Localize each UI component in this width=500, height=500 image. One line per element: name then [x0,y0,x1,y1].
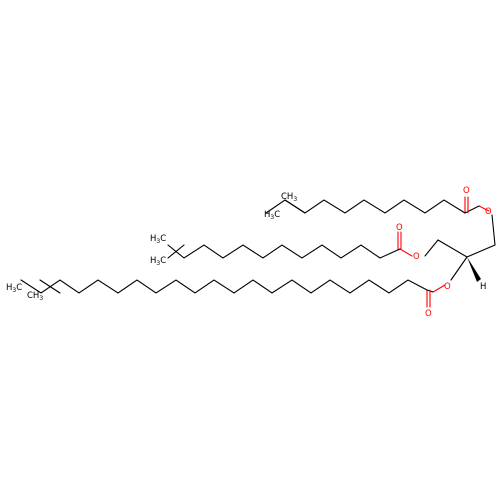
methyl-label: H3C [6,283,22,294]
hydrogen-label: H [480,282,486,292]
atom-labels: O O O O O O H H3C CH3 H3C H3C H3C CH3 [6,186,492,319]
stereo-wedge [467,257,481,282]
oxygen-label: O [413,252,420,262]
oxygen-label: O [444,282,451,292]
ester-chain-top [265,196,490,214]
methyl-label: CH3 [281,192,297,203]
methyl-label: H3C [264,210,280,221]
methyl-label: H3C [150,256,166,267]
oxygen-label: O [396,223,403,233]
ester-chain-lower [20,279,446,308]
glycerol-backbone [437,214,496,282]
oxygen-label: O [485,207,492,217]
oxygen-label: O [463,186,470,196]
ester-chain-middle [167,231,439,259]
methyl-label: H3C [150,234,166,245]
methyl-label: CH3 [27,291,43,302]
oxygen-label: O [425,309,432,319]
